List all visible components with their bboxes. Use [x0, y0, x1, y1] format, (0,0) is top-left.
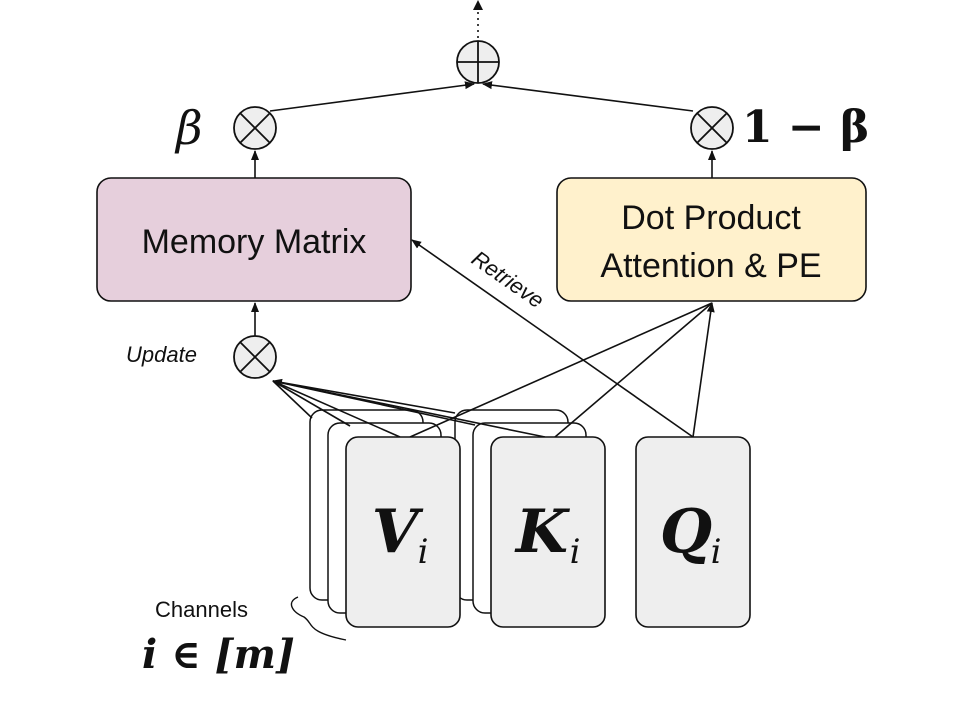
- query-card: Q i: [635, 436, 751, 628]
- channels-brace: [290, 596, 347, 641]
- dot-product-label-line2: Attention & PE: [600, 247, 821, 285]
- one-minus-beta-label: 1 − β: [742, 102, 869, 153]
- edge-beta-to-sum: [269, 81, 475, 112]
- channels-label: Channels: [155, 597, 248, 622]
- query-symbol: Q: [660, 497, 712, 567]
- edge-k-to-dotproduct: [554, 302, 713, 438]
- edge-oneminusbeta-to-sum: [482, 81, 694, 112]
- edge-v-back1-to-update: [272, 380, 351, 427]
- value-symbol: V: [372, 497, 424, 567]
- output-arrowhead: [473, 0, 483, 10]
- one-minus-beta-multiply-node: [690, 106, 734, 150]
- value-subscript: i: [418, 532, 429, 572]
- dot-product-label-line1: Dot Product: [621, 199, 801, 237]
- key-symbol: K: [514, 497, 571, 567]
- update-multiply-node: [233, 335, 277, 379]
- value-card: V i: [345, 436, 461, 628]
- key-card: K i: [490, 436, 606, 628]
- sum-node: [456, 40, 500, 84]
- query-subscript: i: [711, 532, 722, 572]
- retrieve-label: Retrieve: [467, 246, 548, 313]
- key-subscript: i: [570, 532, 581, 572]
- channel-index-label: i ∈ [m]: [142, 631, 295, 678]
- update-label: Update: [126, 342, 197, 367]
- edge-q-to-dotproduct: [692, 302, 715, 438]
- edge-v-back2-to-update: [272, 380, 313, 419]
- edge-k-back2-to-update: [272, 380, 456, 414]
- edge-k-front-to-update: [272, 378, 546, 438]
- edge-v-front-to-update: [272, 380, 401, 438]
- memory-matrix-label: Memory Matrix: [142, 223, 367, 261]
- beta-label: β: [174, 101, 203, 155]
- beta-multiply-node: [233, 106, 277, 150]
- edge-q-retrieve-memory: [411, 239, 694, 438]
- edge-v-to-dotproduct: [409, 302, 713, 438]
- memory-matrix-box: Memory Matrix: [96, 177, 412, 302]
- dot-product-attention-box: Dot Product Attention & PE: [556, 177, 867, 302]
